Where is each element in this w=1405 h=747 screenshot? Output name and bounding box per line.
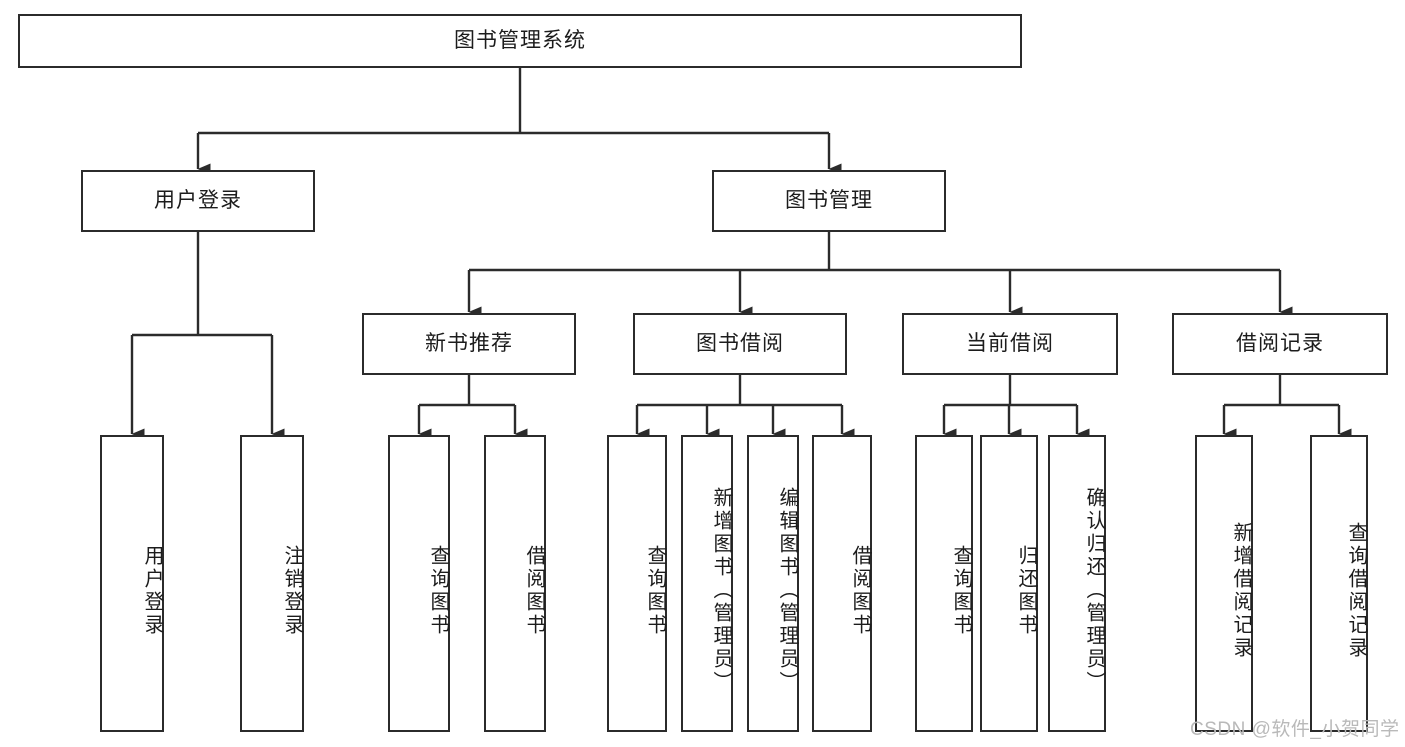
node-label: 查询图书 xyxy=(427,544,449,637)
node-leaf-confirm-return-admin[interactable]: 确认归还（管理员） xyxy=(1048,435,1106,732)
node-leaf-add-book-admin[interactable]: 新增图书（管理员） xyxy=(681,435,733,732)
node-label: 借阅记录 xyxy=(1236,332,1324,356)
node-label: 图书管理 xyxy=(785,189,873,213)
node-root[interactable]: 图书管理系统 xyxy=(18,14,1022,68)
node-book-manage[interactable]: 图书管理 xyxy=(712,170,946,232)
node-label: 新增图书（管理员） xyxy=(710,487,732,694)
node-label: 借阅图书 xyxy=(849,544,871,637)
watermark-text: CSDN @软件_小贺同学 xyxy=(1190,719,1400,740)
node-label: 归还图书 xyxy=(1015,544,1037,637)
node-leaf-borrow-book[interactable]: 借阅图书 xyxy=(812,435,872,732)
node-label: 借阅图书 xyxy=(523,544,545,637)
node-leaf-return-book[interactable]: 归还图书 xyxy=(980,435,1038,732)
node-leaf-query-book-cur[interactable]: 查询图书 xyxy=(915,435,973,732)
node-label: 编辑图书（管理员） xyxy=(776,487,798,694)
node-label: 新书推荐 xyxy=(425,332,513,356)
node-user-login[interactable]: 用户登录 xyxy=(81,170,315,232)
node-leaf-user-login[interactable]: 用户登录 xyxy=(100,435,164,732)
node-label: 查询图书 xyxy=(950,544,972,637)
node-label: 图书借阅 xyxy=(696,332,784,356)
node-label: 用户登录 xyxy=(154,189,242,213)
node-leaf-edit-book-admin[interactable]: 编辑图书（管理员） xyxy=(747,435,799,732)
node-leaf-borrow-book-rec[interactable]: 借阅图书 xyxy=(484,435,546,732)
node-borrow-record[interactable]: 借阅记录 xyxy=(1172,313,1388,375)
node-leaf-query-book-rec[interactable]: 查询图书 xyxy=(388,435,450,732)
node-leaf-user-logout[interactable]: 注销登录 xyxy=(240,435,304,732)
node-leaf-add-borrow-record[interactable]: 新增借阅记录 xyxy=(1195,435,1253,732)
node-leaf-query-borrow-record[interactable]: 查询借阅记录 xyxy=(1310,435,1368,732)
node-new-book-recommend[interactable]: 新书推荐 xyxy=(362,313,576,375)
node-book-borrow[interactable]: 图书借阅 xyxy=(633,313,847,375)
node-label: 查询图书 xyxy=(644,544,666,637)
node-leaf-query-book-borrow[interactable]: 查询图书 xyxy=(607,435,667,732)
node-label: 用户登录 xyxy=(141,544,163,637)
node-current-borrow[interactable]: 当前借阅 xyxy=(902,313,1118,375)
node-label: 确认归还（管理员） xyxy=(1083,487,1105,694)
node-label: 图书管理系统 xyxy=(454,29,586,53)
node-label: 当前借阅 xyxy=(966,332,1054,356)
node-label: 注销登录 xyxy=(281,544,303,637)
node-label: 查询借阅记录 xyxy=(1345,521,1367,660)
node-label: 新增借阅记录 xyxy=(1230,521,1252,660)
